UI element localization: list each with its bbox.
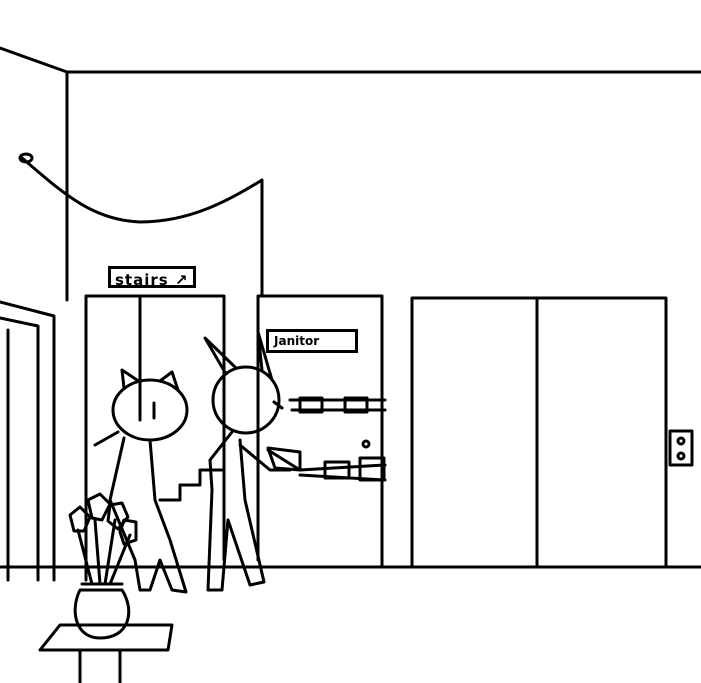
stairs-sign: stairs ↗ — [108, 266, 196, 289]
stairs-door — [84, 294, 226, 582]
elevator-doors — [410, 296, 668, 567]
hanging-wire — [20, 156, 264, 297]
rabbit-character — [203, 330, 302, 592]
ceiling-line — [0, 46, 701, 74]
plant-on-table — [38, 492, 174, 683]
janitor-door — [256, 294, 384, 567]
janitor-sign: Janitor — [266, 329, 358, 353]
door-knob — [361, 439, 371, 449]
left-doorway — [0, 300, 56, 582]
lamp-hook — [18, 152, 34, 164]
elevator-button-panel — [668, 429, 694, 467]
elevator-down-button — [676, 451, 686, 461]
elevator-up-button — [676, 436, 686, 446]
cat-character — [93, 368, 189, 594]
stairs-steps — [158, 468, 224, 502]
